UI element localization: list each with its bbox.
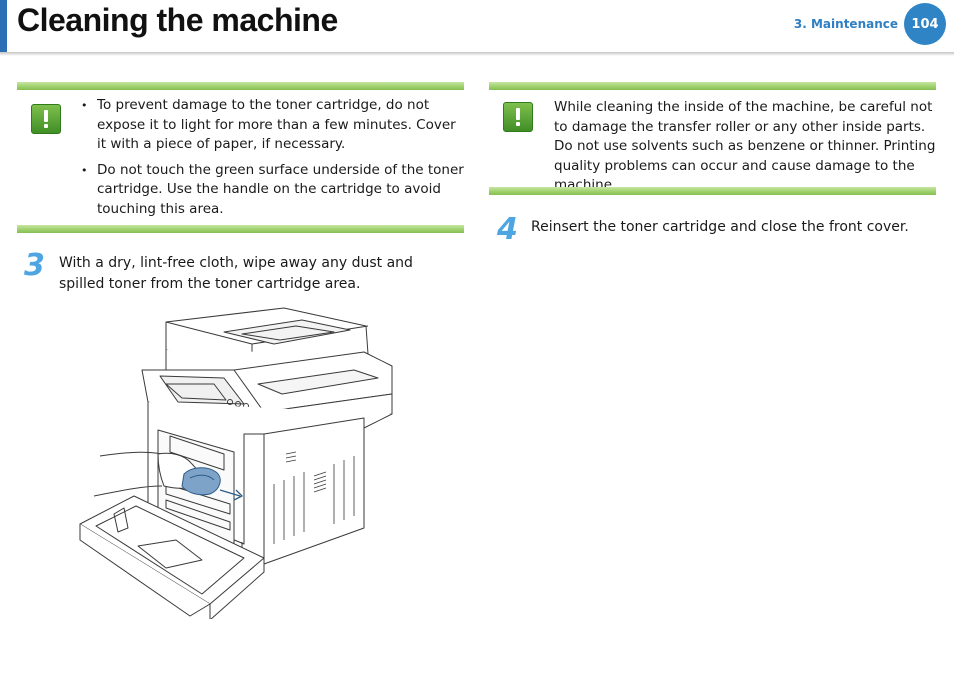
note-text-right: While cleaning the inside of the machine… xyxy=(554,99,936,193)
note-top-bar xyxy=(17,82,464,90)
printer-cleaning-illustration xyxy=(74,304,399,623)
caution-icon xyxy=(31,104,61,134)
note-bullet: To prevent damage to the toner cartridge… xyxy=(81,96,465,155)
header-divider xyxy=(0,52,954,56)
section-label[interactable]: 3. Maintenance xyxy=(793,17,898,31)
caution-note-left: To prevent damage to the toner cartridge… xyxy=(17,82,464,233)
note-top-bar xyxy=(489,82,936,90)
page-number-badge: 104 xyxy=(904,3,946,45)
note-bottom-bar xyxy=(17,225,464,233)
note-bullet: Do not touch the green surface underside… xyxy=(81,161,465,220)
step-number-4: 4 xyxy=(497,212,518,247)
page-title: Cleaning the machine xyxy=(17,2,338,38)
note-bottom-bar xyxy=(489,187,936,195)
step-number-3: 3 xyxy=(24,248,45,283)
caution-note-right: While cleaning the inside of the machine… xyxy=(489,82,936,195)
step-4-text: Reinsert the toner cartridge and close t… xyxy=(531,219,909,235)
header-accent-bar xyxy=(0,0,7,52)
step-3-text: With a dry, lint-free cloth, wipe away a… xyxy=(59,255,413,292)
caution-icon xyxy=(503,102,533,132)
note-text-left: To prevent damage to the toner cartridge… xyxy=(81,96,465,225)
